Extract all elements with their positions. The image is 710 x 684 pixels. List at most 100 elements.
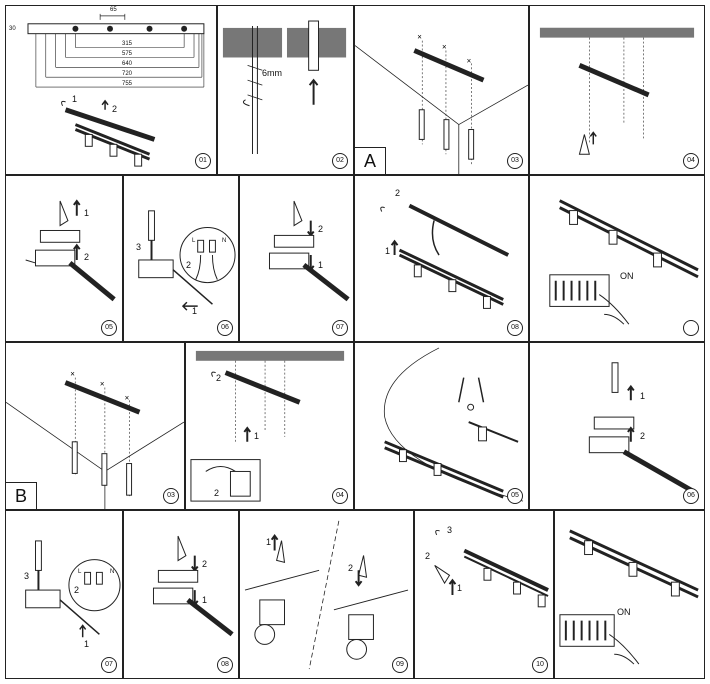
- callout-1: 1: [254, 431, 260, 441]
- callout-2: 2: [112, 104, 118, 114]
- step-number: 03: [163, 488, 179, 504]
- step-number: 04: [683, 153, 699, 169]
- callout-2: 2: [216, 373, 222, 383]
- step-number: 04: [332, 488, 348, 504]
- callout-2: 2: [202, 559, 208, 569]
- step-panel-r2-05: 1 2 05: [5, 175, 123, 342]
- step-number: 06: [683, 488, 699, 504]
- power-on-label: ON: [617, 607, 631, 617]
- callout-2: 2: [640, 431, 646, 441]
- live-terminal-label: L: [192, 238, 196, 244]
- ceiling-mount-drawing: [539, 27, 695, 155]
- callout-1: 1: [84, 639, 90, 649]
- step-panel-r1-02: 6mm 02: [217, 5, 354, 175]
- pendant-installation-drawing: × × ×: [355, 33, 528, 174]
- callout-1: 1: [84, 208, 90, 218]
- track-mounting-drawing: [380, 203, 510, 309]
- power-on-drawing: [559, 529, 699, 665]
- track-assembly-drawing: [434, 529, 549, 608]
- step-panel-r4-10: 3 2 1 10: [414, 510, 554, 679]
- drilling-drawing: [222, 20, 347, 155]
- callout-3: 3: [24, 571, 30, 581]
- step-number: 01: [195, 153, 211, 169]
- wiring-drawing: [25, 540, 121, 638]
- step-panel-r1-04: 04: [529, 5, 705, 175]
- step-panel-r4-09: 1 2 09: [239, 510, 414, 679]
- step-panel-r1-01: 65 30 315 575 640 720 755 1 2 01: [5, 5, 217, 175]
- step-number: 09: [392, 657, 408, 673]
- step-panel-r2-08: 2 1 08: [354, 175, 529, 342]
- callout-2: 2: [74, 585, 80, 595]
- svg-text:×: ×: [467, 56, 472, 65]
- section-letter-a: A: [355, 147, 386, 174]
- step-panel-r2-07: 2 1 07: [239, 175, 354, 342]
- dimension-720: 720: [122, 71, 133, 77]
- step-panel-r2-09: ON: [529, 175, 705, 342]
- step-number: 03: [507, 153, 523, 169]
- step-number: 08: [507, 320, 523, 336]
- svg-text:×: ×: [125, 393, 130, 402]
- step-number: 08: [217, 657, 233, 673]
- power-on-label: ON: [620, 271, 634, 281]
- dimension-640: 640: [122, 61, 133, 67]
- svg-text:×: ×: [442, 42, 447, 51]
- callout-1: 1: [457, 583, 463, 593]
- clip-fitting-drawing: [244, 520, 409, 670]
- callout-1: 1: [192, 306, 198, 316]
- canopy-fixing-drawing: [152, 535, 234, 637]
- step-number: 10: [532, 657, 548, 673]
- callout-2: 2: [318, 224, 324, 234]
- neutral-terminal-label: N: [222, 238, 227, 244]
- callout-3: 3: [447, 525, 453, 535]
- callout-2: 2: [395, 188, 401, 198]
- canopy-fixing-drawing: [268, 200, 350, 302]
- step-number: 06: [217, 320, 233, 336]
- callout-1: 1: [72, 94, 78, 104]
- step-number: 07: [101, 657, 117, 673]
- step-panel-r4-08: 2 1 08: [123, 510, 239, 679]
- callout-1: 1: [385, 246, 391, 256]
- callout-2: 2: [348, 563, 354, 573]
- step-panel-r3-06: 1 2 06: [529, 342, 705, 510]
- dimension-315: 315: [122, 41, 133, 47]
- dimension-575: 575: [122, 51, 133, 57]
- pendant-installation-drawing: × × ×: [6, 370, 184, 509]
- callout-2: 2: [425, 551, 431, 561]
- step-number: 05: [101, 320, 117, 336]
- svg-text:×: ×: [417, 33, 422, 42]
- callout-2-inset: 2: [214, 488, 220, 498]
- callout-3: 3: [136, 242, 142, 252]
- svg-text:×: ×: [100, 379, 105, 388]
- callout-2: 2: [84, 252, 90, 262]
- step-number: 05: [507, 488, 523, 504]
- callout-1: 1: [202, 595, 208, 605]
- neutral-terminal-label: N: [110, 569, 115, 575]
- step-number: 07: [332, 320, 348, 336]
- callout-1: 1: [318, 260, 324, 270]
- step-number: 02: [332, 153, 348, 169]
- step-panel-r2-06: 3 2 1 L N 06: [123, 175, 239, 342]
- live-terminal-label: L: [78, 569, 82, 575]
- power-on-drawing: [549, 199, 699, 325]
- drill-size-label: 6mm: [262, 68, 282, 78]
- step-panel-r3-04: 2 1 2 04: [185, 342, 354, 510]
- step-panel-r3-03: × × × B 03: [5, 342, 185, 510]
- step-panel-r4-07: 3 2 1 L N 07: [5, 510, 123, 679]
- dimension-755: 755: [122, 81, 133, 87]
- step-panel-r4-final: ON: [554, 510, 705, 679]
- dimension-top: 65: [110, 7, 117, 13]
- callout-2: 2: [186, 260, 192, 270]
- svg-text:×: ×: [70, 370, 75, 379]
- canopy-assembly-drawing: [588, 362, 695, 494]
- callout-1: 1: [640, 391, 646, 401]
- cable-cutting-drawing: [383, 347, 524, 502]
- step-number: [683, 320, 699, 336]
- callout-1: 1: [266, 537, 272, 547]
- section-letter-b: B: [6, 482, 37, 509]
- canopy-assembly-drawing: [25, 199, 116, 302]
- dimension-side: 30: [9, 26, 16, 32]
- step-panel-r1-03: × × × A 03: [354, 5, 529, 175]
- dimension-drawing: [27, 13, 205, 167]
- step-panel-r3-05: 05: [354, 342, 529, 510]
